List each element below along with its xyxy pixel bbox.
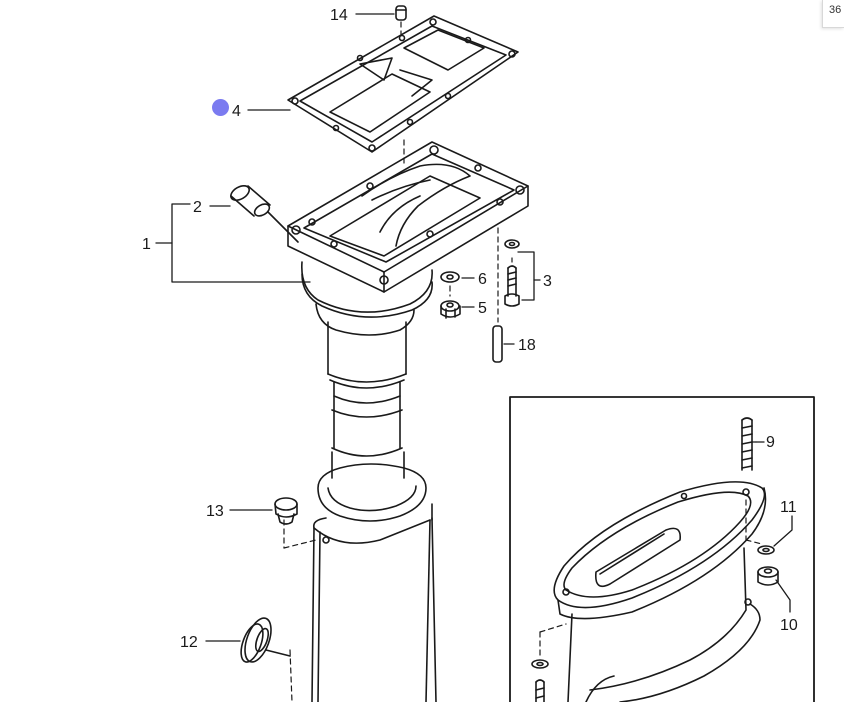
corner-tab[interactable]: 36 xyxy=(822,0,844,28)
part-1-housing-top xyxy=(287,141,529,703)
callout-6: 6 xyxy=(478,271,487,288)
callout-2: 2 xyxy=(193,199,202,216)
part-6-washer xyxy=(440,271,460,283)
corner-tab-text: 36 xyxy=(829,4,842,16)
part-3-bolt xyxy=(504,239,520,307)
callout-13: 13 xyxy=(206,503,224,520)
part-4-gasket xyxy=(287,15,519,153)
part-5-nut xyxy=(440,300,461,319)
callout-10: 10 xyxy=(780,617,798,634)
part-10-nut xyxy=(757,566,779,586)
inset-detail xyxy=(509,396,815,707)
callout-labels: 14 4 2 1 6 3 5 18 9 11 13 10 12 xyxy=(142,7,798,651)
part-2-sleeve xyxy=(230,184,299,243)
part-12-grommet xyxy=(240,617,291,663)
inset-lower-stud xyxy=(531,659,549,703)
part-11-washer xyxy=(757,545,775,555)
callout-9: 9 xyxy=(766,434,775,451)
part-13-plug xyxy=(274,497,298,525)
part-18-dowel xyxy=(492,325,503,363)
leader-lines xyxy=(155,13,793,642)
alignment-lines xyxy=(283,21,763,657)
callout-5: 5 xyxy=(478,300,487,317)
part-14-pin xyxy=(395,5,407,21)
callout-3: 3 xyxy=(543,273,552,290)
callout-11: 11 xyxy=(780,499,797,516)
callout-4: 4 xyxy=(232,103,241,120)
selection-marker-dot[interactable] xyxy=(212,99,229,116)
callout-14: 14 xyxy=(330,7,348,24)
callout-12: 12 xyxy=(180,634,198,651)
part-9-stud xyxy=(741,417,753,471)
callout-18: 18 xyxy=(518,337,536,354)
callout-1: 1 xyxy=(142,236,151,253)
